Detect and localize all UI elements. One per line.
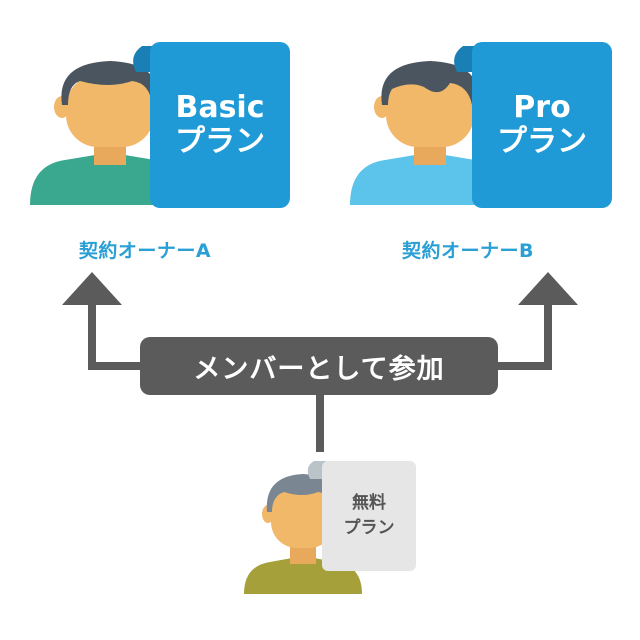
arrow-to-owner-a-line xyxy=(88,303,140,370)
member-plan-line2: プラン xyxy=(343,518,395,538)
owner-b-plan-sub: プラン xyxy=(497,124,587,159)
owner-b-plan-name: Pro xyxy=(513,89,571,125)
member-plan-card: 無料 プラン xyxy=(322,461,416,571)
arrow-to-owner-b-head xyxy=(518,272,578,305)
join-as-member-banner: メンバーとして参加 xyxy=(140,337,498,395)
owner-a-plan-sub: プラン xyxy=(175,124,265,159)
owner-a-plan-name: Basic xyxy=(175,89,265,125)
member-card-fold xyxy=(307,461,326,479)
owner-b-label: 契約オーナーB xyxy=(402,240,534,262)
arrow-to-owner-b-line xyxy=(498,303,552,370)
arrow-to-owner-a-head xyxy=(62,272,122,305)
owner-b-shirt xyxy=(350,155,510,205)
owner-a-label: 契約オーナーA xyxy=(78,240,212,262)
owner-b-plan-card: Pro プラン xyxy=(472,42,612,208)
owner-b-card-fold xyxy=(454,46,477,72)
member-plan-line1: 無料 xyxy=(352,492,386,513)
owner-a-plan-card: Basic プラン xyxy=(150,42,290,208)
